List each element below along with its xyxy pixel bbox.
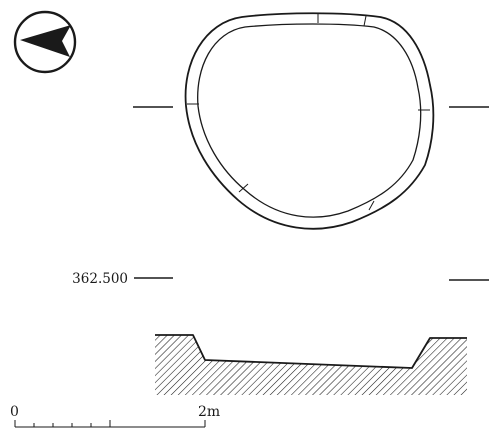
elevation-label: 362.500: [72, 271, 128, 287]
pit-section: [155, 334, 467, 395]
pit-inner-outline: [197, 23, 422, 218]
pit-plan: [184, 12, 435, 230]
pit-rim-ticks: [187, 13, 430, 211]
scale-end-label: 2m: [198, 404, 220, 420]
pit-outer-outline: [184, 12, 435, 230]
section-hatch-fill: [155, 335, 467, 395]
section-markers: [133, 106, 489, 281]
section-profile-line: [155, 334, 467, 369]
north-arrow-icon: [13, 10, 77, 74]
scale-bar: [14, 420, 206, 428]
scale-start-label: 0: [10, 404, 19, 420]
